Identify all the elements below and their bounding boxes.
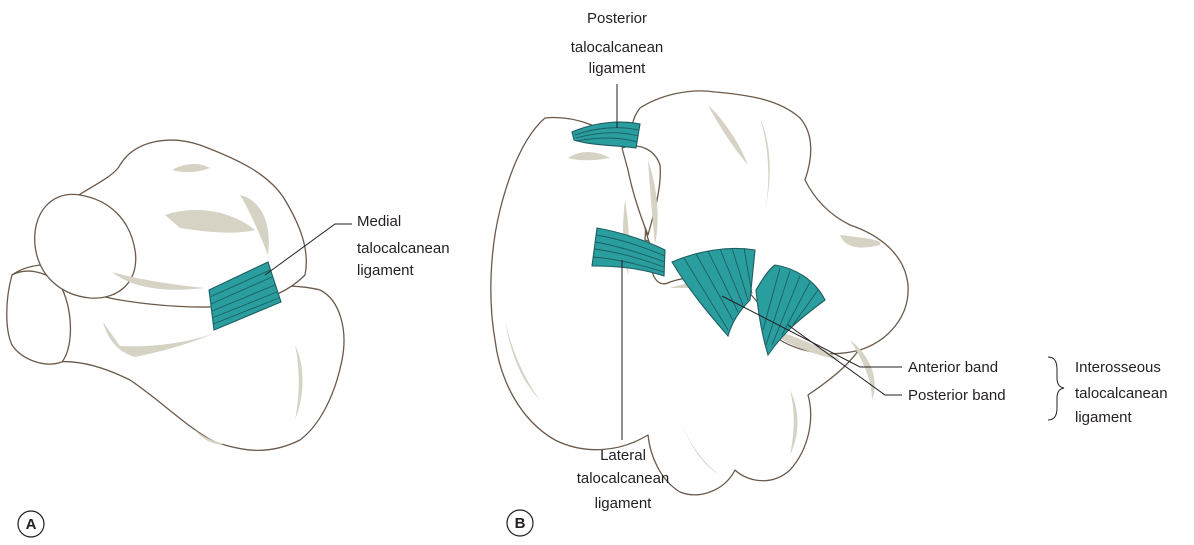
interosseous-label-line3: ligament xyxy=(1075,409,1133,426)
lateral-label-line1: Lateral xyxy=(600,447,646,464)
lateral-label-line2: talocalcanean xyxy=(577,470,670,487)
panel-b-letter: B xyxy=(515,515,526,532)
posterior-band-label: Posterior band xyxy=(908,387,1006,404)
interosseous-brace xyxy=(1048,357,1064,420)
interosseous-label-line2: talocalcanean xyxy=(1075,385,1168,402)
medial-label-line3: ligament xyxy=(357,262,415,279)
medial-label-line1: Medial xyxy=(357,213,401,230)
anterior-band-label: Anterior band xyxy=(908,359,998,376)
panel-b: Posterior talocalcanean ligament Lateral… xyxy=(491,10,1168,536)
interosseous-label-line1: Interosseous xyxy=(1075,359,1161,376)
posterior-label-line1: Posterior xyxy=(587,10,647,27)
panel-a-letter: A xyxy=(26,516,37,533)
medial-label-line2: talocalcanean xyxy=(357,240,450,257)
lateral-label-line3: ligament xyxy=(595,495,653,512)
posterior-label-line3: ligament xyxy=(589,60,647,77)
panel-a: Medial talocalcanean ligament A xyxy=(7,140,450,537)
posterior-label-line2: talocalcanean xyxy=(571,39,664,56)
